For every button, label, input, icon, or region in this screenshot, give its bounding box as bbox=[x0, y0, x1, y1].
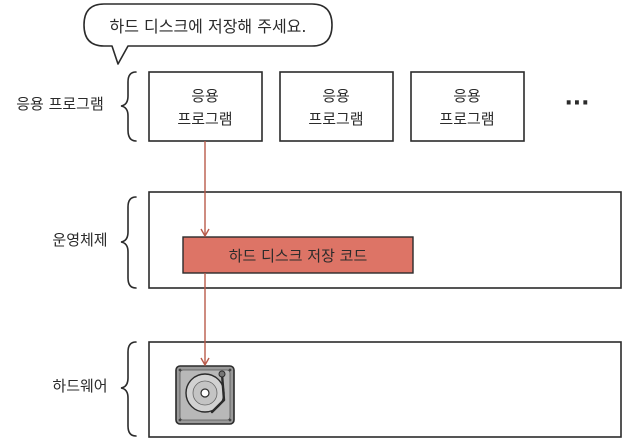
os-layer-label: 운영체제 bbox=[52, 231, 107, 249]
disk-save-code-block: 하드 디스크 저장 코드 bbox=[182, 236, 414, 274]
disk-save-code-label: 하드 디스크 저장 코드 bbox=[229, 247, 368, 265]
hardware-layer-brace bbox=[120, 341, 137, 437]
speech-bubble: 하드 디스크에 저장해 주세요. bbox=[83, 3, 333, 65]
application-box-1: 응용 프로그램 bbox=[148, 71, 263, 142]
hard-disk-icon bbox=[175, 365, 235, 425]
application-box-2-line2: 프로그램 bbox=[308, 110, 363, 128]
hardware-layer-label: 하드웨어 bbox=[52, 377, 107, 395]
application-layer-label: 응용 프로그램 bbox=[16, 95, 104, 113]
application-box-1-line1: 응용 bbox=[191, 87, 219, 105]
application-layer-brace bbox=[120, 71, 137, 142]
os-layer-brace bbox=[120, 196, 137, 289]
application-box-3-line1: 응용 bbox=[453, 87, 481, 105]
application-box-2: 응용 프로그램 bbox=[279, 71, 394, 142]
application-box-3: 응용 프로그램 bbox=[410, 71, 525, 142]
more-applications-ellipsis: ··· bbox=[564, 91, 589, 116]
application-box-1-line2: 프로그램 bbox=[177, 110, 232, 128]
application-box-2-line1: 응용 bbox=[322, 87, 350, 105]
speech-bubble-text: 하드 디스크에 저장해 주세요. bbox=[110, 17, 307, 36]
application-box-3-line2: 프로그램 bbox=[439, 110, 494, 128]
